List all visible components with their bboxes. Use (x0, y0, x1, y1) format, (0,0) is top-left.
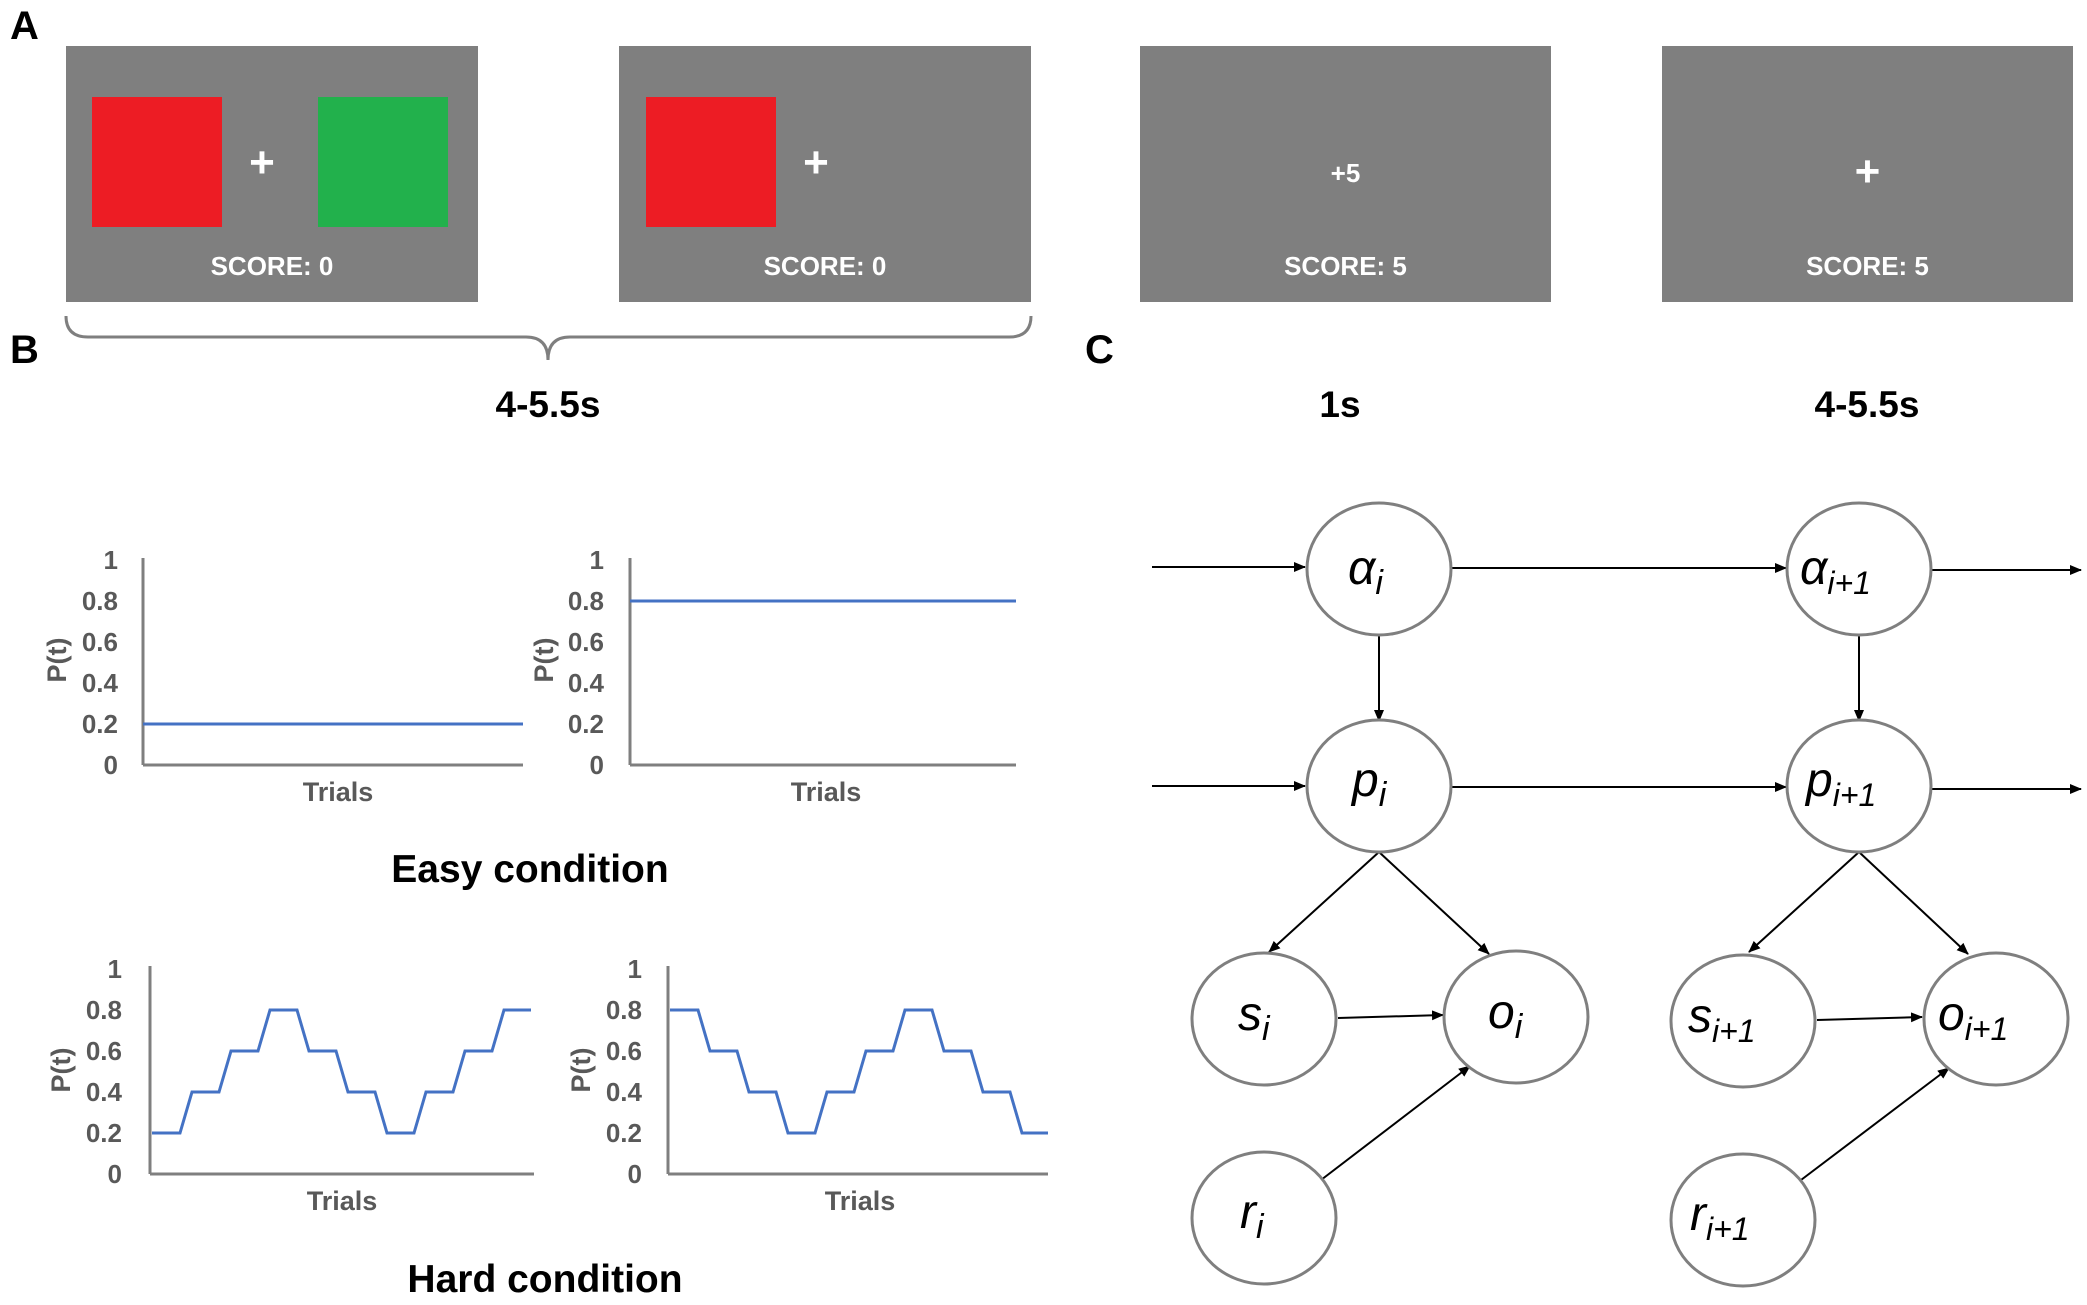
y-tick-label: 0.4 (82, 668, 119, 698)
trial-screen-iti: + SCORE: 5 (1662, 46, 2073, 302)
node-alpha-i (1305, 501, 1453, 637)
node-o-i1 (1922, 951, 2070, 1087)
label-s-i1: si+1 (1688, 990, 1756, 1049)
duration-feedback: 1s (1319, 384, 1361, 425)
y-tick-label: 0.6 (86, 1036, 122, 1066)
node-p-i (1305, 718, 1453, 854)
duration-iti: 4-5.5s (1814, 384, 1920, 425)
duration-brace (64, 315, 1033, 361)
panel-label-a: A (10, 4, 39, 48)
easy-condition-title: Easy condition (391, 848, 669, 891)
hard-condition-title: Hard condition (407, 1258, 683, 1301)
label-p-i1: pi+1 (1804, 754, 1876, 813)
y-tick-label: 0.2 (568, 709, 604, 739)
y-tick-label: 0.8 (82, 586, 118, 616)
chart-easy-left: 0 0.2 0.4 0.6 0.8 1 P(t) Trials (42, 545, 523, 807)
node-r-i (1190, 1150, 1338, 1286)
series-line (152, 1008, 531, 1135)
label-s-i: si (1238, 988, 1271, 1048)
edge-p-s-i (1268, 851, 1380, 953)
label-o-i: oi (1488, 986, 1524, 1046)
red-stimulus (92, 97, 222, 227)
x-axis-label: Trials (791, 777, 862, 807)
duration-choice: 4-5.5s (495, 384, 601, 425)
chart-hard-right: 0 0.2 0.4 0.6 0.8 1 P(t) Trials (566, 954, 1048, 1216)
red-stimulus (646, 97, 776, 227)
y-tick-label: 0.4 (568, 668, 605, 698)
x-axis-label: Trials (307, 1186, 378, 1216)
y-tick-label: 1 (628, 954, 642, 984)
edge-r-o-i (1320, 1065, 1471, 1181)
y-axis-label: P(t) (42, 638, 72, 683)
node-o-i (1442, 949, 1590, 1085)
x-axis-label: Trials (303, 777, 374, 807)
edge-s-o-i (1337, 1010, 1444, 1021)
trial-screen-selection: + SCORE: 0 (619, 46, 1031, 302)
y-tick-label: 0.4 (606, 1077, 643, 1107)
node-alpha-i1 (1785, 501, 1933, 637)
score-text: SCORE: 5 (1806, 251, 1929, 281)
trial-screen-choice: + SCORE: 0 (66, 46, 478, 302)
y-tick-label: 0.4 (86, 1077, 123, 1107)
label-alpha-i: αi (1348, 542, 1384, 602)
y-tick-label: 0.8 (568, 586, 604, 616)
y-tick-label: 1 (108, 954, 122, 984)
y-tick-label: 0.6 (568, 627, 604, 657)
node-p-i1 (1785, 718, 1933, 854)
label-r-i: ri (1240, 1186, 1265, 1246)
y-tick-label: 0.2 (86, 1118, 122, 1148)
y-tick-label: 0 (628, 1159, 642, 1189)
edge-p-s-i1 (1748, 851, 1860, 953)
y-tick-label: 0 (108, 1159, 122, 1189)
node-r-i1 (1669, 1152, 1817, 1288)
score-text: SCORE: 5 (1284, 251, 1407, 281)
y-tick-label: 0.6 (82, 627, 118, 657)
score-text: SCORE: 0 (763, 251, 887, 281)
y-tick-label: 0.6 (606, 1036, 642, 1066)
edge-p-o-i (1378, 851, 1490, 955)
y-tick-label: 0 (104, 750, 118, 780)
label-r-i1: ri+1 (1690, 1188, 1750, 1247)
y-tick-label: 0.2 (82, 709, 118, 739)
edge-s-o-i1 (1816, 1012, 1923, 1023)
y-axis-label: P(t) (529, 638, 559, 683)
x-axis-label: Trials (825, 1186, 896, 1216)
y-axis-label: P(t) (566, 1048, 596, 1093)
y-axis-label: P(t) (46, 1048, 76, 1093)
y-tick-label: 0 (590, 750, 604, 780)
label-alpha-i1: αi+1 (1800, 542, 1871, 601)
y-tick-label: 0.8 (86, 995, 122, 1025)
score-text: SCORE: 0 (210, 251, 334, 281)
panel-label-c: C (1085, 328, 1114, 372)
y-tick-label: 1 (104, 545, 118, 575)
series-line (670, 1008, 1048, 1135)
y-tick-label: 1 (590, 545, 604, 575)
chart-hard-left: 0 0.2 0.4 0.6 0.8 1 P(t) Trials (46, 954, 534, 1216)
panel-label-b: B (10, 328, 39, 372)
y-tick-label: 0.8 (606, 995, 642, 1025)
node-s-i1 (1669, 953, 1817, 1089)
label-p-i: pi (1350, 754, 1388, 814)
edge-r-o-i1 (1800, 1067, 1950, 1181)
edge-p-o-i1 (1858, 851, 1969, 955)
fixation-cross: + (1854, 147, 1881, 196)
label-o-i1: oi+1 (1938, 988, 2008, 1047)
trial-screen-feedback: +5 SCORE: 5 (1140, 46, 1551, 302)
fixation-cross: + (803, 138, 829, 187)
y-tick-label: 0.2 (606, 1118, 642, 1148)
node-s-i (1190, 951, 1338, 1087)
probability-charts: 0 0.2 0.4 0.6 0.8 1 P(t) Trials 0 0.2 0.… (42, 545, 1048, 1216)
green-stimulus (318, 97, 448, 227)
fixation-cross: + (249, 138, 275, 187)
chart-easy-right: 0 0.2 0.4 0.6 0.8 1 P(t) Trials (529, 545, 1016, 807)
feedback-text: +5 (1330, 158, 1361, 188)
